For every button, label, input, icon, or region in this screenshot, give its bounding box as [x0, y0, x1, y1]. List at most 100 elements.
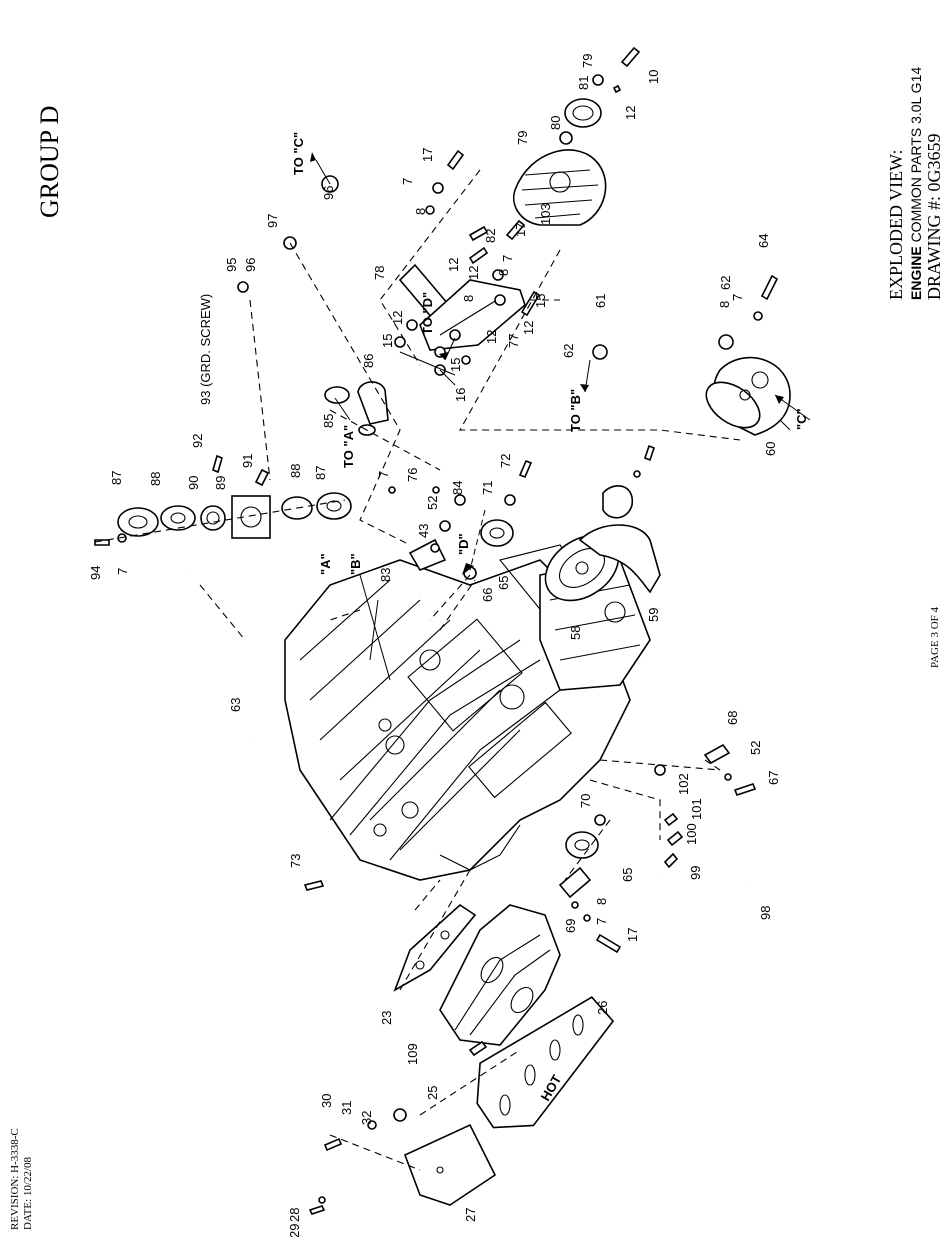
note-ref-b: "B" [348, 553, 363, 575]
dashed-leader-lines [94, 169, 741, 1171]
callout-52-top: 52 [425, 496, 440, 510]
callout-7-mid: 7 [500, 255, 515, 262]
note-to-b: TO "B" [568, 389, 583, 432]
drawing-number: DRAWING #: 0G3659 [924, 133, 944, 300]
lower-fasteners [303, 355, 757, 954]
callout-8-right: 8 [717, 301, 732, 308]
callout-96-top: 96 [321, 186, 336, 200]
callout-73: 73 [288, 854, 303, 868]
pulleys-belt [463, 444, 661, 859]
callout-81: 81 [576, 76, 591, 90]
callout-69: 69 [563, 919, 578, 933]
callout-32: 32 [359, 1111, 374, 1125]
callout-102: 102 [676, 773, 691, 795]
callout-76: 76 [405, 468, 420, 482]
callout-60: 60 [763, 442, 778, 456]
callout-63: 63 [228, 698, 243, 712]
callout-79: 79 [515, 131, 530, 145]
callout-26: 26 [595, 1001, 610, 1015]
callout-84: 84 [450, 481, 465, 495]
callout-12-top: 12 [623, 106, 638, 120]
callout-67: 67 [766, 771, 781, 785]
callout-15-c: 15 [533, 294, 548, 308]
callout-17-top: 17 [420, 148, 435, 162]
callout-83: 83 [378, 568, 393, 582]
callout-65-bottom: 65 [620, 868, 635, 882]
note-ref-c: "C" [794, 408, 809, 430]
callout-65-top: 65 [496, 576, 511, 590]
callout-91: 91 [240, 454, 255, 468]
hoses [188, 172, 753, 936]
callout-96-mid: 96 [243, 258, 258, 272]
callout-27: 27 [463, 1208, 478, 1222]
thermostat-housing [94, 454, 352, 546]
callout-101: 101 [689, 798, 704, 820]
callout-7-right: 7 [730, 294, 745, 301]
callout-88-left: 88 [148, 472, 163, 486]
note-grd-screw: 93 (GRD. SCREW) [198, 294, 213, 405]
callout-52-bottom: 52 [748, 741, 763, 755]
callout-78: 78 [372, 266, 387, 280]
view-title: EXPLODED VIEW: [886, 150, 906, 300]
callout-58: 58 [568, 626, 583, 640]
callout-89: 89 [213, 476, 228, 490]
engine-block [284, 544, 651, 881]
callout-17-bottom: 17 [625, 928, 640, 942]
water-pump [592, 274, 791, 436]
part-callouts: 10 79 12 81 80 79 17 7 8 103 17 82 7 8 1… [88, 54, 781, 1237]
callout-100: 100 [684, 823, 699, 845]
callout-79-top: 79 [580, 54, 595, 68]
callout-61: 61 [593, 294, 608, 308]
callout-8-b: 8 [461, 295, 476, 302]
callout-99: 99 [688, 866, 703, 880]
callout-87-left: 87 [109, 471, 124, 485]
callout-23: 23 [379, 1011, 394, 1025]
callout-12-e: 12 [521, 321, 536, 335]
alternator [513, 46, 641, 226]
callout-15-b: 15 [448, 358, 463, 372]
callout-68: 68 [725, 711, 740, 725]
callout-7-bracket: 7 [376, 471, 391, 478]
callout-43: 43 [416, 524, 431, 538]
callout-12-b: 12 [466, 266, 481, 280]
callout-88-right: 88 [288, 464, 303, 478]
callout-80: 80 [548, 116, 563, 130]
callout-98: 98 [758, 906, 773, 920]
alternator-bracket [394, 149, 541, 376]
callout-92: 92 [190, 434, 205, 448]
callout-77: 77 [506, 334, 521, 348]
note-to-c: TO "C" [291, 132, 306, 175]
callout-70: 70 [578, 794, 593, 808]
callout-leaders [334, 351, 791, 431]
callout-7-left: 7 [115, 568, 130, 575]
date-label: DATE: 10/22/08 [22, 1156, 34, 1230]
callout-12-a: 12 [446, 258, 461, 272]
small-bracket [388, 486, 466, 571]
callout-15-a: 15 [380, 334, 395, 348]
revision-label: REVISION: H-3338-C [9, 1128, 21, 1230]
callout-82: 82 [483, 229, 498, 243]
callout-28: 28 [287, 1208, 302, 1222]
note-ref-a: "A" [318, 553, 333, 575]
callout-109: 109 [405, 1043, 420, 1065]
callout-103: 103 [538, 203, 553, 225]
group-title: GROUP D [35, 106, 64, 218]
note-ref-d: "D" [456, 533, 471, 555]
note-to-a: TO "A" [341, 425, 356, 468]
callout-8-mid: 8 [496, 269, 511, 276]
callout-30: 30 [319, 1094, 334, 1108]
callout-71: 71 [480, 481, 495, 495]
callout-10: 10 [646, 70, 661, 84]
callout-25: 25 [425, 1086, 440, 1100]
callout-72: 72 [498, 454, 513, 468]
callout-12-d: 12 [484, 330, 499, 344]
page-number: PAGE 3 OF 4 [929, 606, 941, 668]
callout-87-right: 87 [313, 466, 328, 480]
callout-31: 31 [339, 1101, 354, 1115]
callout-97: 97 [265, 214, 280, 228]
callout-29: 29 [287, 1224, 302, 1237]
callout-94: 94 [88, 566, 103, 580]
direction-arrows [310, 152, 811, 681]
